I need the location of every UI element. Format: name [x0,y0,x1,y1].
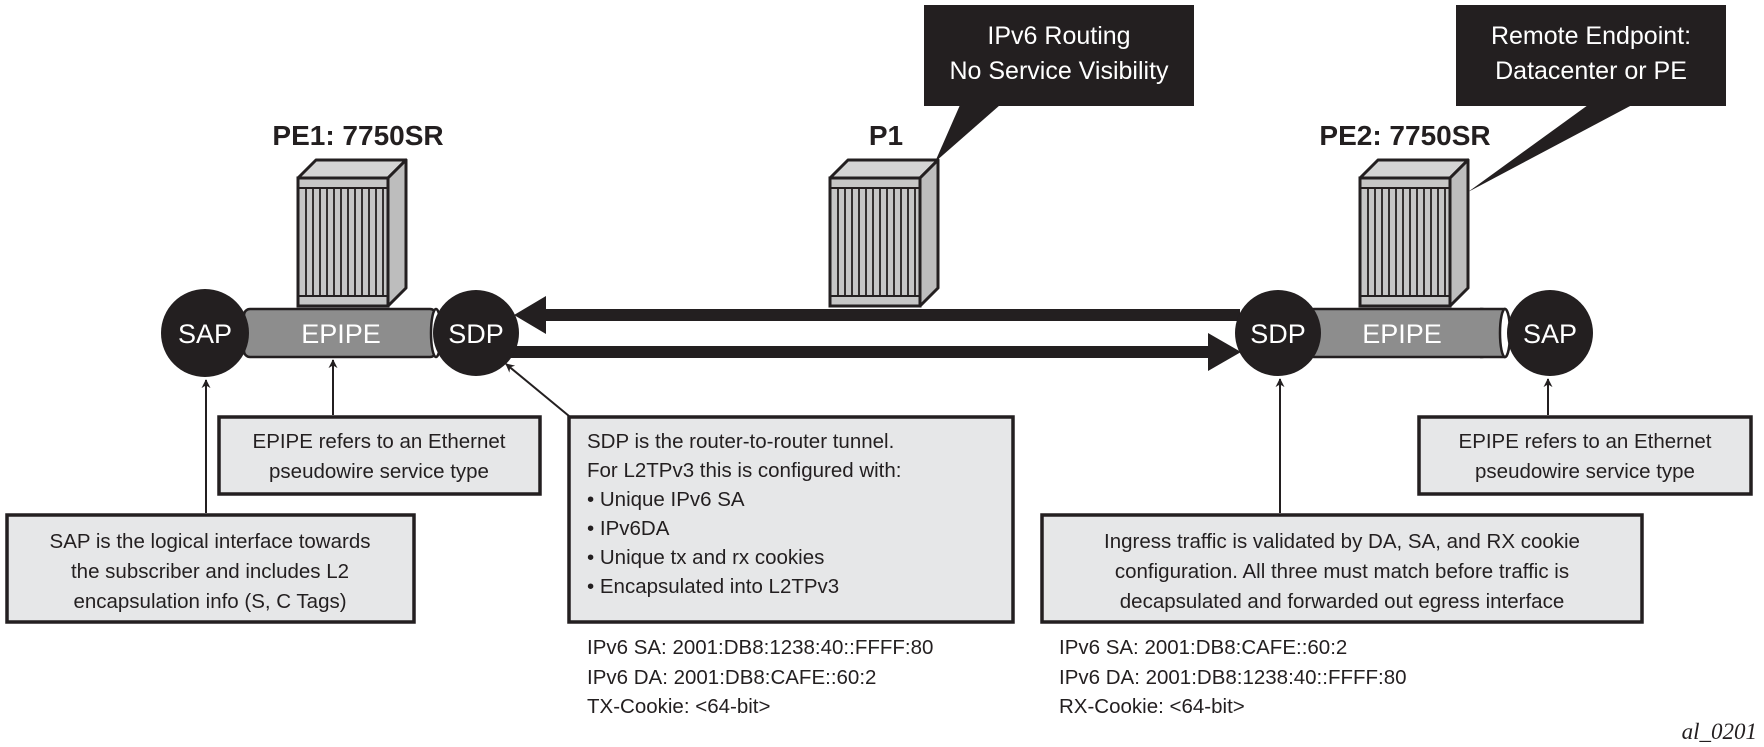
pe1-sap-label: SAP [178,319,232,349]
note-sdp-line-4: • IPv6DA [587,517,670,540]
note-sdp-line-5: • Unique tx and rx cookies [587,546,824,569]
tunnel-arrow-pe2-to-pe1 [514,296,1240,334]
pe2-label: PE2: 7750SR [1319,120,1490,151]
note-sap-line-1: SAP is the logical interface towards [50,530,371,553]
note-ingress-line-2: configuration. All three must match befo… [1115,560,1569,583]
note-epipe-right-line-2: pseudowire service type [1475,460,1695,483]
callout-p1: IPv6 Routing No Service Visibility [924,5,1194,162]
note-epipe-left-line-2: pseudowire service type [269,460,489,483]
callout-remote-endpoint: Remote Endpoint: Datacenter or PE [1456,5,1726,192]
callout-p1-line-1: IPv6 Routing [987,22,1130,50]
callout-p1-line-2: No Service Visibility [949,57,1169,85]
pe1-epipe-label: EPIPE [301,319,381,349]
note-ingress: Ingress traffic is validated by DA, SA, … [1040,513,1644,624]
pe1-epipe-tube: EPIPE [242,307,443,359]
callout-pointer [1468,105,1632,192]
pe1-sdp-label: SDP [448,319,504,349]
note-ingress-line-1: Ingress traffic is validated by DA, SA, … [1104,530,1580,553]
note-sdp-line-2: For L2TPv3 this is configured with: [587,459,901,482]
sdp-note-pointer [505,363,570,417]
pe2-sdp-label: SDP [1250,319,1306,349]
callout-pointer [935,105,1000,162]
pe1-router-icon [296,158,408,308]
pe2-config-da: IPv6 DA: 2001:DB8:1238:40::FFFF:80 [1059,666,1407,689]
note-sdp-line-6: • Encapsulated into L2TPv3 [587,575,839,598]
note-sdp-line-1: SDP is the router-to-router tunnel. [587,430,894,453]
pe2-router-icon [1358,158,1470,308]
note-epipe-left-line-1: EPIPE refers to an Ethernet [253,430,506,453]
pe1-tunnel-config: IPv6 SA: 2001:DB8:1238:40::FFFF:80 IPv6 … [587,636,933,718]
pe2-tunnel-config: IPv6 SA: 2001:DB8:CAFE::60:2 IPv6 DA: 20… [1059,636,1407,718]
p1-router-icon [828,158,940,308]
callout-remote-line-1: Remote Endpoint: [1491,22,1691,50]
pe2-sdp-node: SDP [1235,290,1321,376]
note-sap-line-2: the subscriber and includes L2 [71,560,349,583]
pe1-config-cookie: TX-Cookie: <64-bit> [587,695,770,718]
note-sap: SAP is the logical interface towards the… [5,513,416,624]
note-epipe-left: EPIPE refers to an Ethernet pseudowire s… [217,415,542,496]
pe2-epipe-tube: EPIPE [1306,307,1512,359]
pe1-sdp-node: SDP [433,290,519,376]
note-sap-line-3: encapsulation info (S, C Tags) [73,590,346,613]
note-sdp: SDP is the router-to-router tunnel. For … [567,415,1015,624]
note-epipe-right-line-1: EPIPE refers to an Ethernet [1459,430,1712,453]
note-epipe-right: EPIPE refers to an Ethernet pseudowire s… [1417,415,1753,496]
pe2-config-sa: IPv6 SA: 2001:DB8:CAFE::60:2 [1059,636,1347,659]
pe2-config-cookie: RX-Cookie: <64-bit> [1059,695,1245,718]
pe1-sap-node: SAP [161,289,249,377]
pe2-sap-node: SAP [1507,290,1593,376]
pe1-config-da: IPv6 DA: 2001:DB8:CAFE::60:2 [587,666,876,689]
pe1-config-sa: IPv6 SA: 2001:DB8:1238:40::FFFF:80 [587,636,933,659]
note-ingress-line-3: decapsulated and forwarded out egress in… [1120,590,1564,613]
tunnel-arrow-pe1-to-pe2 [510,333,1241,371]
callout-remote-line-2: Datacenter or PE [1495,57,1687,85]
pe2-sap-label: SAP [1523,319,1577,349]
p1-label: P1 [869,120,903,151]
figure-id: al_0201 [1682,719,1757,744]
note-sdp-line-3: • Unique IPv6 SA [587,488,745,511]
pe1-label: PE1: 7750SR [272,120,443,151]
pe2-epipe-label: EPIPE [1362,319,1442,349]
